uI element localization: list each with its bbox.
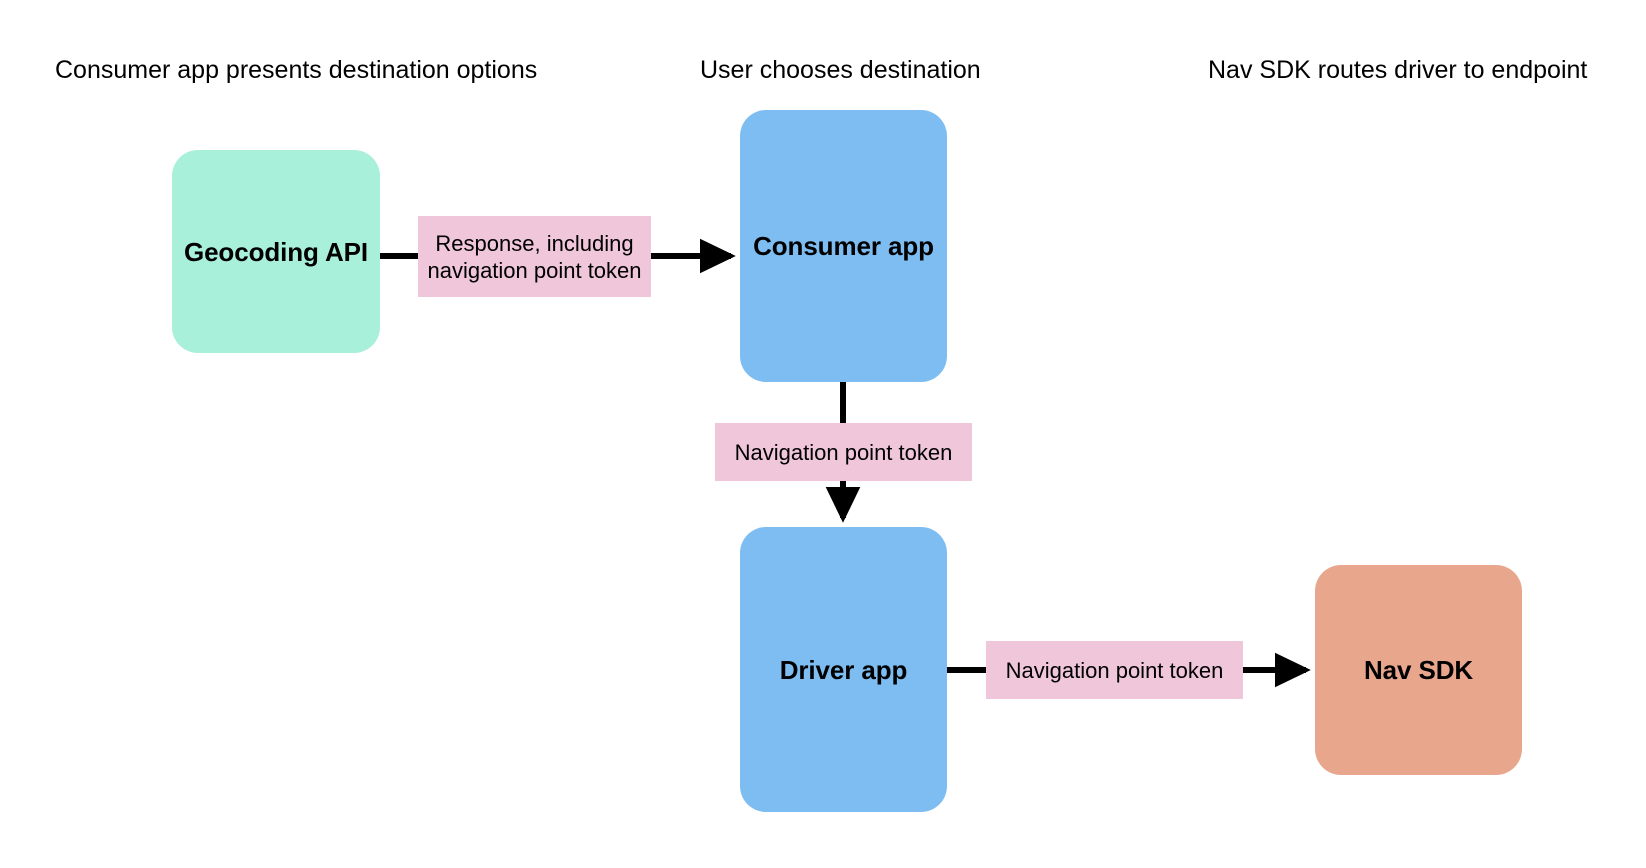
node-geocoding-api-label: Geocoding API	[183, 236, 369, 267]
caption-consumer-app-presents: Consumer app presents destination option…	[55, 56, 538, 84]
node-nav-sdk[interactable]: Nav SDK	[1315, 565, 1522, 775]
caption-nav-sdk-routes-driver: Nav SDK routes driver to endpoint	[1208, 56, 1588, 84]
node-geocoding-api[interactable]: Geocoding API	[172, 150, 380, 353]
node-nav-sdk-label: Nav SDK	[1363, 655, 1474, 685]
edge-label-navigation-point-token-horizontal[interactable]: Navigation point token	[986, 641, 1243, 699]
node-consumer-app-label: Consumer app	[753, 231, 934, 261]
caption-user-chooses-destination: User chooses destination	[700, 56, 981, 84]
edge-label-nav-token-horizontal-text: Navigation point token	[1005, 657, 1224, 683]
edge-label-navigation-point-token-vertical[interactable]: Navigation point token	[715, 423, 972, 481]
edge-label-nav-token-vertical-text: Navigation point token	[734, 439, 953, 465]
edge-label-response-token-text: Response, including navigation point tok…	[427, 230, 642, 283]
edge-label-response-including-navigation-point-token[interactable]: Response, including navigation point tok…	[418, 216, 651, 297]
node-driver-app-label: Driver app	[779, 654, 908, 685]
node-consumer-app[interactable]: Consumer app	[740, 110, 947, 382]
node-driver-app[interactable]: Driver app	[740, 527, 947, 812]
